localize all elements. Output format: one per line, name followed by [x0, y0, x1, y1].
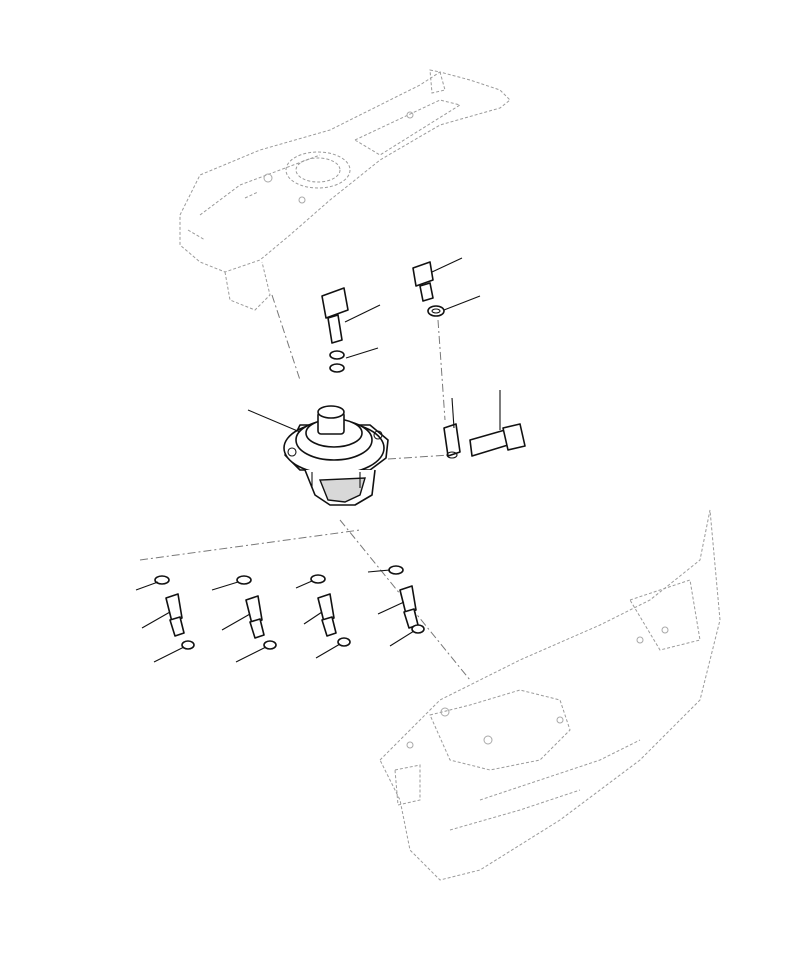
upper-frame-ghost: [179, 69, 511, 311]
assembly-centerlines: [139, 294, 471, 681]
fitting-1: [154, 575, 195, 650]
fitting-3: [310, 574, 351, 647]
bolt-right: [412, 261, 445, 317]
motor-assembly: [283, 405, 389, 506]
lower-frame-ghost: [379, 509, 721, 881]
banjo-bolt-left: [321, 287, 349, 373]
fitting-2: [236, 575, 277, 650]
leader-lines: [135, 257, 501, 663]
fitting-4: [388, 565, 425, 634]
mounting-bolt: [443, 423, 526, 459]
